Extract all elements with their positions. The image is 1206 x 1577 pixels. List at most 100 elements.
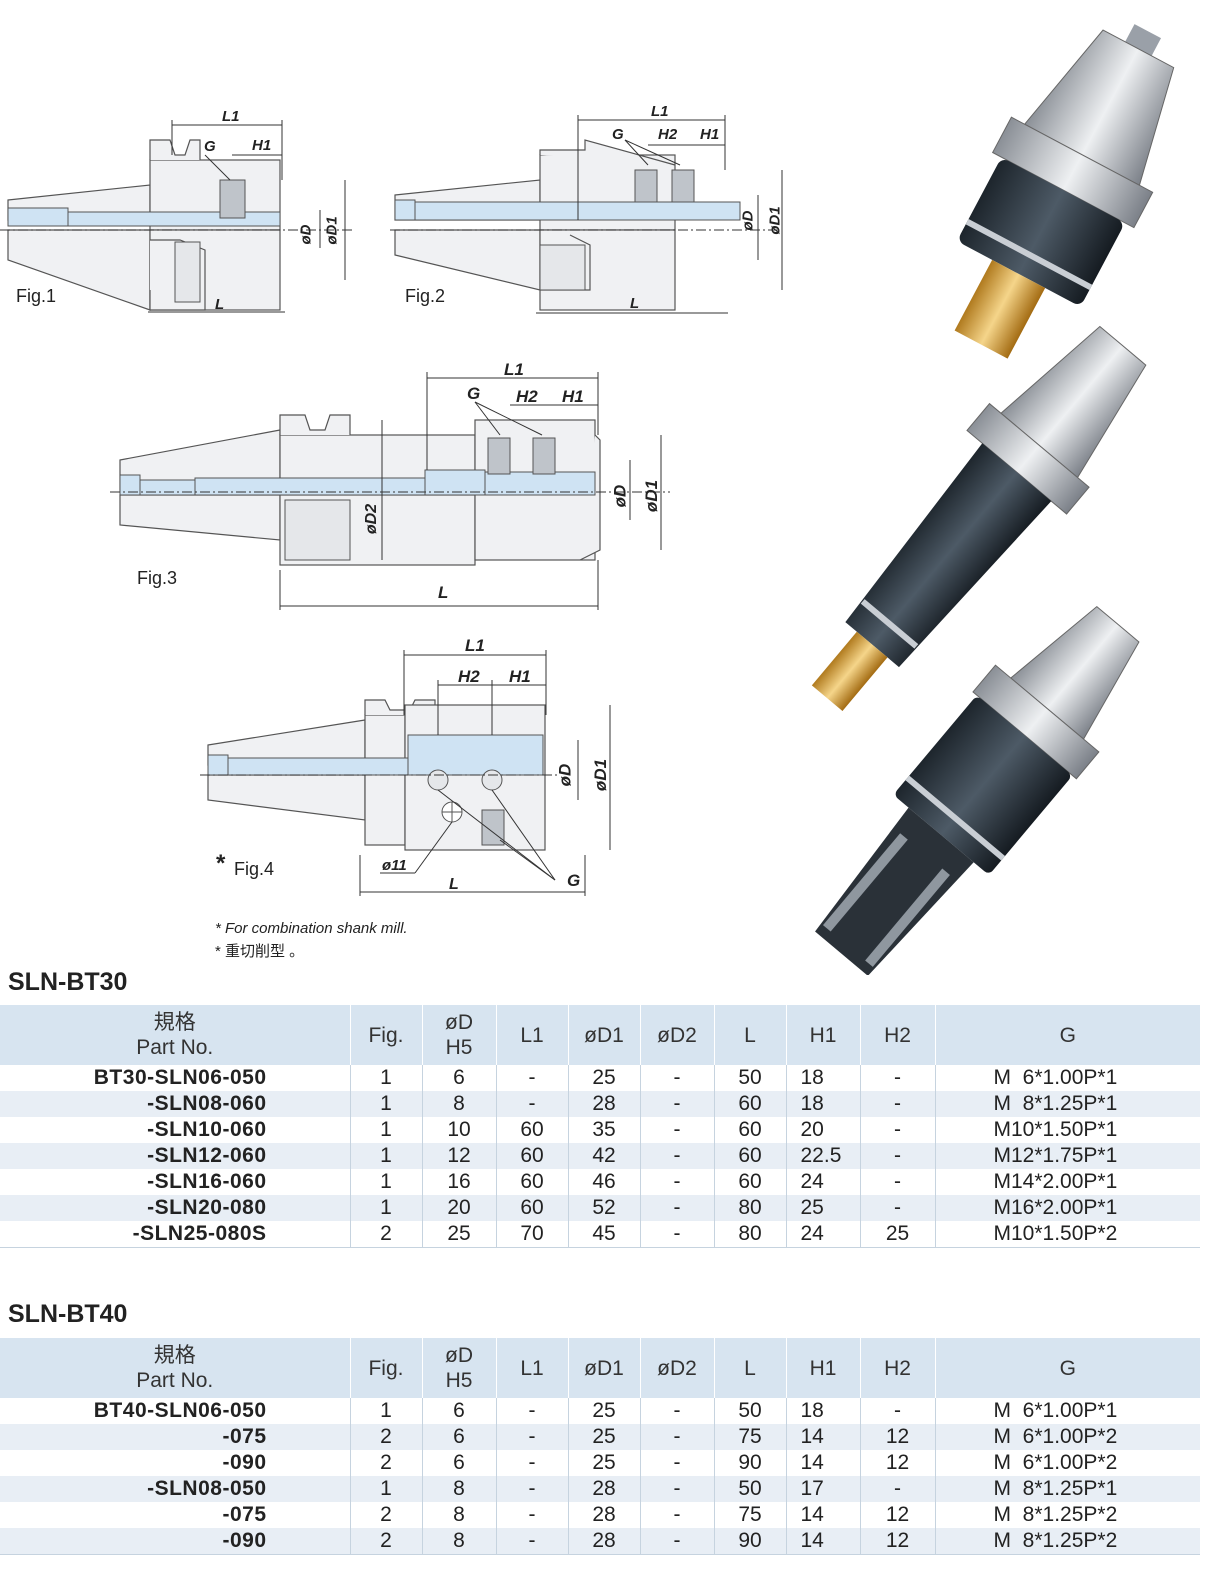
cell-h1: 14 [786,1450,861,1476]
cell-h2: - [860,1065,936,1091]
cell-thread-g: M 6*1.00P*1 [993,1399,1118,1422]
header-l: L [714,1338,787,1398]
cell-h2: - [860,1195,936,1221]
cell-l1: 70 [496,1221,569,1248]
header-h2: H2 [860,1005,936,1065]
header-l: L [714,1005,787,1065]
header-fig: Fig. [350,1338,423,1398]
cell-d2: - [640,1424,715,1450]
cell-d1: 52 [568,1195,641,1221]
cell-fig: 2 [350,1450,423,1476]
cell-h2: 25 [860,1221,936,1248]
cell-h2: - [860,1169,936,1195]
cell-h1: 24 [786,1169,861,1195]
cell-fig: 1 [350,1169,423,1195]
fig4-l1-label: L1 [465,636,485,655]
fig2-l1-label: L1 [651,103,669,120]
cell-h1: 14 [786,1424,861,1450]
fig3-h1-label: H1 [562,387,584,406]
fig3-d2-label: øD2 [363,503,381,535]
cell-h2: 12 [860,1528,936,1555]
cell-d: 8 [422,1528,497,1555]
header-l1: L1 [496,1005,569,1065]
cell-d: 25 [422,1221,497,1248]
cell-l1: 60 [496,1117,569,1143]
cell-d2: - [640,1143,715,1169]
cell-thread-g: M16*2.00P*1 [935,1195,1200,1221]
cell-d: 6 [422,1450,497,1476]
fig4-star: * [216,850,226,877]
cell-thread-g: M 8*1.25P*1 [935,1091,1200,1117]
cell-d2: - [640,1117,715,1143]
cell-l1: 60 [496,1169,569,1195]
cell-fig: 1 [350,1091,423,1117]
cell-l: 60 [714,1169,787,1195]
cell-part-number: -090 [0,1528,351,1555]
header-h1: H1 [786,1005,861,1065]
cell-l: 90 [714,1450,787,1476]
cell-d2: - [640,1091,715,1117]
cell-part-number: -SLN08-050 [0,1476,351,1502]
cell-h2: 12 [860,1450,936,1476]
cell-d: 16 [422,1169,497,1195]
fig2-d1-label: øD1 [766,206,784,235]
cell-part-number: -075 [0,1502,351,1528]
cell-part-number: -SLN20-080 [0,1195,351,1221]
cell-d: 8 [422,1091,497,1117]
cell-d: 6 [422,1398,497,1424]
section-title-bt40: SLN-BT40 [8,1300,128,1328]
cell-h1: 17 [786,1476,861,1502]
cell-fig: 1 [350,1065,423,1091]
cell-l: 60 [714,1143,787,1169]
cell-h2: - [860,1398,936,1424]
fig3-drawing [110,372,670,610]
fig3-d-label: øD [610,484,630,508]
cell-d: 6 [422,1424,497,1450]
fig1-drawing [0,120,355,313]
cell-h1: 22.5 [786,1143,861,1169]
cell-d: 12 [422,1143,497,1169]
cell-h1: 24 [786,1221,861,1248]
cell-fig: 1 [350,1398,423,1424]
cell-d2: - [640,1528,715,1555]
fig1-d-label: øD [297,224,315,245]
fig4-d1-label: øD1 [591,758,611,792]
fig4-d-label: øD [555,763,575,787]
fig4-drawing [200,650,611,896]
cell-d: 8 [422,1502,497,1528]
cell-d1: 46 [568,1169,641,1195]
header-h2: H2 [860,1338,936,1398]
header-fig: Fig. [350,1005,423,1065]
cell-l1: - [496,1476,569,1502]
fig2-h2-label: H2 [658,126,678,143]
cell-h2: - [860,1091,936,1117]
cell-h2: - [860,1143,936,1169]
fig4-h1-label: H1 [509,667,531,686]
cell-fig: 1 [350,1476,423,1502]
header-g: G [935,1338,1200,1398]
fig2-h1-label: H1 [700,126,720,143]
cell-thread-g: M 8*1.25P*2 [993,1503,1118,1526]
cell-h1: 25 [786,1195,861,1221]
note-combination-shank: * For combination shank mill. [215,920,408,937]
cell-l: 50 [714,1398,787,1424]
header-d-tolerance: H5 [445,1036,473,1059]
cell-l1: - [496,1065,569,1091]
header-d-tolerance: H5 [445,1369,473,1392]
cell-d1: 25 [568,1424,641,1450]
fig2-drawing [390,115,783,314]
cell-thread-g: M 8*1.25P*1 [935,1476,1200,1502]
cell-l: 90 [714,1528,787,1555]
cell-l1: - [496,1398,569,1424]
cell-d2: - [640,1398,715,1424]
cell-part-number: -090 [0,1450,351,1476]
cell-d1: 25 [568,1065,641,1091]
header-d1: øD1 [568,1338,641,1398]
cell-d1: 45 [568,1221,641,1248]
cell-thread-g: M 8*1.25P*2 [935,1528,1200,1555]
